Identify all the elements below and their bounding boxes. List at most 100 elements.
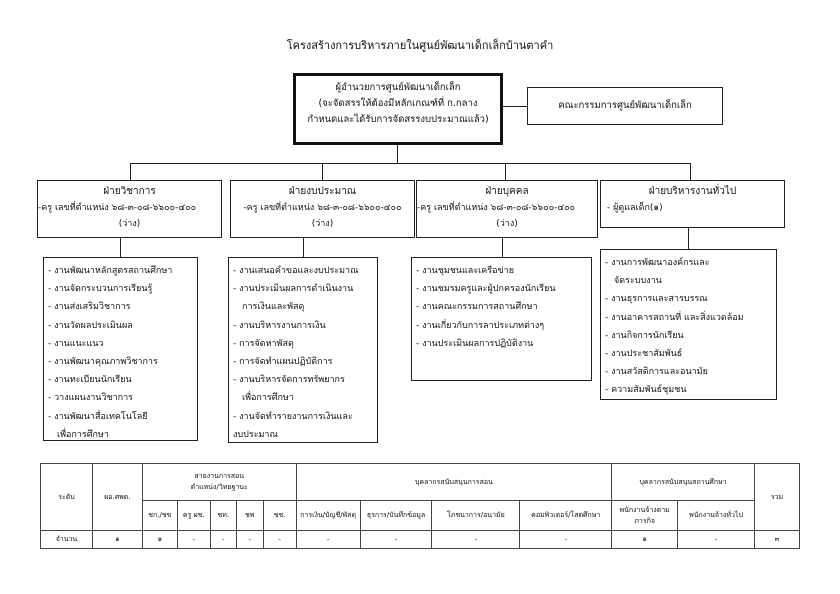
cell: -	[176, 530, 211, 549]
task-item: - งานประเมินผลการปฏิบัติงาน	[416, 338, 534, 349]
connector	[503, 106, 527, 107]
task-item: - งานประเมินผลการดำเนินงาน	[233, 284, 354, 295]
table-row: จำนวน ๑ ๑ - - - - - - - - ๑ - ๓	[40, 530, 801, 549]
task-item: - การจัดหาพัสดุ	[233, 338, 294, 349]
task-item: - งานชมรมครูและผู้ปกครองนักเรียน	[416, 284, 556, 295]
cell: -	[262, 530, 297, 549]
department-position: -ครู เลขที่ตำแหน่ง ๖๘-๓-๐๘-๖๖๐๐-๔๐๐	[38, 203, 197, 213]
department-budget: ฝ่ายงบประมาณ -ครู เลขที่ตำแหน่ง ๖๘-๓-๐๘-…	[230, 180, 415, 238]
task-item: - งานพัฒนาคุณภาพวิชาการ	[48, 357, 158, 368]
task-item: - งานบริหารจัดการทรัพยากร	[233, 375, 345, 386]
department-name: ฝ่ายบุคคล	[485, 186, 529, 197]
department-name: ฝ่ายบริหารงานทั่วไป	[648, 186, 737, 197]
task-item: - งานวัดผลประเมินผล	[48, 320, 133, 331]
header-teaching-support: บุคลากรสนับสนุนการสอน	[295, 463, 613, 501]
tasks-general: - งานการพัฒนาองค์กรและ จัดระบบงาน - งานธ…	[600, 249, 777, 400]
connector	[688, 228, 689, 249]
connector	[130, 163, 690, 164]
task-item: - งานจัดทำรายงานการเงินและ	[233, 411, 353, 422]
page-title: โครงสร้างการบริหารภายในศูนย์พัฒนาเด็กเล็…	[286, 39, 554, 52]
subheader: ครู ผช.	[176, 500, 211, 531]
cell: -	[677, 530, 755, 549]
subheader: ชท.	[209, 500, 237, 531]
subheader: ชช.	[262, 500, 297, 531]
subheader: พนักงานจ้างตามภารกิจ	[611, 500, 679, 531]
staffing-table: ระดับ ผอ.ศพด. สายงานการสอนตำแหน่ง/วิทยฐา…	[40, 463, 801, 549]
task-item: เพื่อการศึกษา	[57, 429, 109, 440]
task-item: - วางแผนงานวิชาการ	[48, 393, 133, 404]
department-position: -ครู เลขที่ตำแหน่ง ๖๘-๓-๐๘-๖๖๐๐-๔๐๐	[417, 203, 576, 213]
director-note-2: กำหนดและได้รับการจัดสรรงบประมาณแล้ว)	[307, 114, 489, 125]
cell: -	[519, 530, 613, 549]
connector	[502, 238, 503, 257]
task-item: - งานพัฒนาหลักสูตรสถานศึกษา	[48, 266, 173, 276]
header-teaching: สายงานการสอนตำแหน่ง/วิทยฐานะ	[141, 463, 297, 501]
department-position: -ครู เลขที่ตำแหน่ง ๖๘-๓-๐๘-๖๖๐๐-๔๐๐	[243, 203, 402, 213]
connector	[120, 238, 121, 257]
subheader: การเงิน/บัญชี/พัสดุ	[295, 500, 361, 531]
cell: ๓	[753, 530, 801, 549]
subheader: คอมพิวเตอร์/โสตศึกษา	[519, 500, 613, 531]
task-item: - งานกิจการนักเรียน	[605, 330, 684, 341]
connector	[397, 145, 398, 163]
department-academic: ฝ่ายวิชาการ -ครู เลขที่ตำแหน่ง ๖๘-๓-๐๘-๖…	[37, 180, 222, 238]
task-item: - งานเสนอคำขอและงบประมาณ	[233, 266, 359, 276]
department-status: (ว่าง)	[496, 219, 518, 229]
cell: ๑	[91, 530, 143, 549]
task-item: งบประมาณ	[233, 429, 278, 440]
row-label: จำนวน	[40, 530, 93, 549]
task-item: - งานชุมชนและเครือข่าย	[416, 266, 514, 276]
cell: -	[359, 530, 433, 549]
department-status: (ว่าง)	[311, 219, 334, 229]
department-position: - ผู้ดูแลเด็ก(๑)	[607, 203, 663, 213]
header-total: รวม	[753, 463, 801, 531]
connector	[690, 163, 691, 180]
header-director: ผอ.ศพด.	[91, 463, 143, 531]
director-note-1: (จะจัดสรรให้ต้องมีหลักเกณฑ์ที่ ก.กลาง	[318, 98, 478, 109]
tasks-personnel: - งานชุมชนและเครือข่าย - งานชมรมครูและผู…	[411, 257, 592, 381]
department-name: ฝ่ายงบประมาณ	[288, 186, 357, 197]
cell: -	[431, 530, 521, 549]
task-item: - งานทะเบียนนักเรียน	[48, 375, 132, 386]
connector	[505, 163, 506, 180]
cell: -	[235, 530, 264, 549]
task-item: - การจัดทำแผนปฏิบัติการ	[233, 357, 333, 368]
connector	[322, 163, 323, 180]
header-school-support: บุคลากรสนับสนุนสถานศึกษา	[611, 463, 755, 501]
task-item: - งานการพัฒนาองค์กรและ	[605, 258, 710, 268]
task-item: - งานจัดกระบวนการเรียนรู้	[48, 284, 153, 295]
tasks-budget: - งานเสนอคำขอและงบประมาณ - งานประเมินผลก…	[228, 257, 378, 443]
department-status: (ว่าง)	[118, 219, 141, 229]
department-personnel: ฝ่ายบุคคล -ครู เลขที่ตำแหน่ง ๖๘-๓-๐๘-๖๖๐…	[416, 180, 598, 238]
header-teaching-line1: สายงานการสอน	[194, 472, 245, 480]
task-item: - งานพัฒนาสื่อเทคโนโลยี	[48, 411, 148, 422]
cell: -	[209, 530, 237, 549]
task-item: - งานบริหารงานการเงิน	[233, 320, 326, 331]
subheader: ชพ	[235, 500, 264, 531]
task-item: - งานแนะแนว	[48, 338, 104, 349]
subheader: โภชนาการ/อนามัย	[431, 500, 521, 531]
subheader: ธุรการ/บันทึกข้อมูล	[359, 500, 433, 531]
committee-box: คณะกรรมการศูนย์พัฒนาเด็กเล็ก	[527, 87, 723, 125]
task-item: - ความสัมพันธ์ชุมชน	[605, 385, 687, 396]
task-item: จัดระบบงาน	[614, 276, 662, 287]
task-item: - งานสวัสดิการและอนามัย	[605, 367, 708, 378]
cell: ๑	[611, 530, 679, 549]
task-item: - งานธุรการและสารบรรณ	[605, 294, 708, 305]
subheader: ชก./ชข	[141, 500, 178, 531]
header-teaching-line2: ตำแหน่ง/วิทยฐานะ	[190, 483, 248, 491]
connector	[130, 163, 131, 180]
task-item: - งานเกี่ยวกับการลาประเภทต่างๆ	[416, 320, 545, 331]
task-item: เพื่อการศึกษา	[242, 393, 294, 404]
cell: -	[295, 530, 361, 549]
director-title: ผู้อำนวยการศูนย์พัฒนาเด็กเล็ก	[335, 82, 461, 93]
task-item: - งานส่งเสริมวิชาการ	[48, 302, 131, 313]
subheader: พนักงานจ้างทั่วไป	[677, 500, 755, 531]
task-item: - งานอาคารสถานที่ และสิ่งแวดล้อม	[605, 312, 744, 323]
department-name: ฝ่ายวิชาการ	[103, 186, 156, 197]
cell: ๑	[141, 530, 178, 549]
department-general: ฝ่ายบริหารงานทั่วไป - ผู้ดูแลเด็ก(๑)	[600, 180, 785, 228]
connector	[303, 238, 304, 257]
task-item: - งานคณะกรรมการสถานศึกษา	[416, 302, 538, 313]
director-box: ผู้อำนวยการศูนย์พัฒนาเด็กเล็ก (จะจัดสรรใ…	[293, 73, 503, 145]
